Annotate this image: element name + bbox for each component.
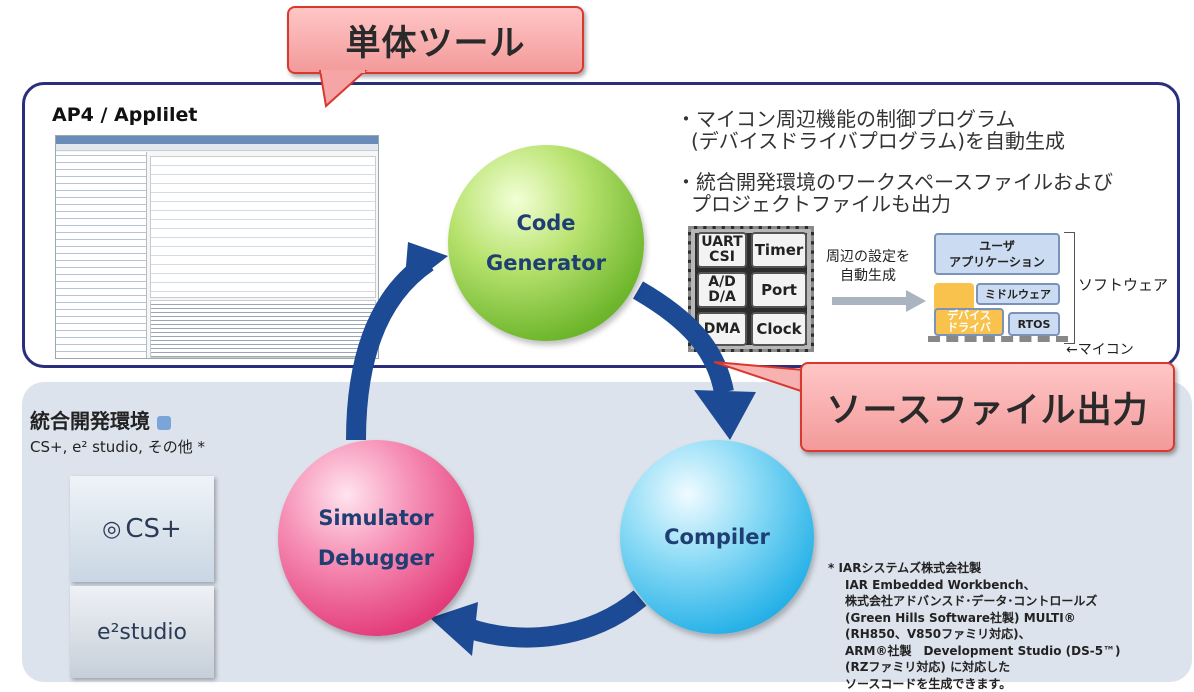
compiler-label: Compiler	[664, 517, 770, 557]
simulator-debugger-node: Simulator Debugger	[278, 440, 474, 636]
arrow-to-code-generator	[356, 262, 428, 440]
debugger-line: Debugger	[318, 538, 434, 578]
compiler-node: Compiler	[620, 440, 814, 634]
code-generator-line-1: Code	[516, 203, 575, 243]
code-generator-line-2: Generator	[486, 243, 606, 283]
callout-tail-2	[714, 360, 806, 394]
arrowhead-compiler	[694, 390, 756, 440]
arrow-to-compiler	[638, 290, 724, 392]
arrowhead-code-generator	[404, 242, 448, 290]
callout-tail-1	[318, 70, 378, 110]
code-generator-node: Code Generator	[448, 145, 644, 341]
standalone-tool-callout: 単体ツール	[287, 6, 584, 74]
source-output-callout: ソースファイル出力	[800, 362, 1175, 452]
arrow-to-simulator	[468, 598, 640, 638]
simulator-line: Simulator	[318, 498, 433, 538]
